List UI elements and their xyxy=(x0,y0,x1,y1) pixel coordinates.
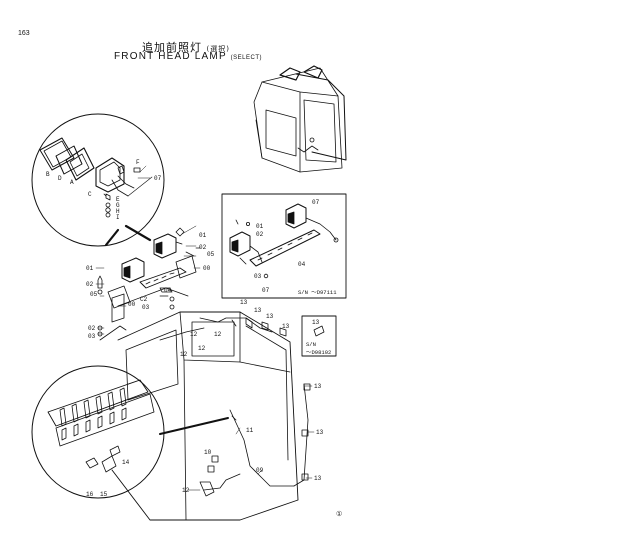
callout-09: 09 xyxy=(256,467,264,474)
callout-12d: 12 xyxy=(198,345,206,352)
callout-01b: 01 xyxy=(86,265,94,272)
callout-13a: 13 xyxy=(240,299,248,306)
callout-14: 14 xyxy=(122,459,130,466)
callout-B: B xyxy=(46,171,50,178)
callout-box1-01: 01 xyxy=(256,223,264,230)
callout-02b: 02 xyxy=(86,281,94,288)
callout-16: 16 xyxy=(86,491,94,498)
title-english-text: FRONT HEAD LAMP xyxy=(114,51,227,62)
serial-number-1: S/N ～D97111 xyxy=(298,289,337,296)
callout-13g: 13 xyxy=(314,475,322,482)
callout-I: I xyxy=(116,214,120,221)
leader-lines xyxy=(95,165,315,491)
callout-C2: C2 xyxy=(140,296,148,303)
callout-15: 15 xyxy=(100,491,108,498)
title-japanese-select: (選択) xyxy=(206,45,230,53)
callout-13f: 13 xyxy=(316,429,324,436)
page-number: 163 xyxy=(18,30,30,37)
title-english: FRONT HEAD LAMP (SELECT) xyxy=(114,51,262,62)
callout-04: 04 xyxy=(164,287,172,294)
callout-07b: 07 xyxy=(262,287,270,294)
callout-13b: 13 xyxy=(254,307,262,314)
callout-A: A xyxy=(70,179,74,186)
callout-D: D xyxy=(58,175,62,182)
corner-mark: ① xyxy=(336,510,342,519)
callout-H: H xyxy=(116,208,120,215)
callout-12a: 12 xyxy=(190,331,198,338)
callout-01a: 01 xyxy=(199,232,207,239)
callout-C: C xyxy=(88,191,92,198)
callout-labels: F 07 B D A C E G H I 01 02 05 00 01 02 0… xyxy=(46,159,342,519)
callout-10: 10 xyxy=(204,449,212,456)
callout-03b: 03 xyxy=(88,333,96,340)
cab-bottom-illustration xyxy=(111,311,311,521)
serial-box-1 xyxy=(221,193,347,299)
title-japanese-text: 追加前照灯 xyxy=(142,41,202,54)
callout-ref07: 07 xyxy=(154,175,162,182)
callout-00b: 00 xyxy=(128,301,136,308)
callout-05b: 05 xyxy=(90,291,98,298)
callout-box1-03: 03 xyxy=(254,273,262,280)
callout-13e: 13 xyxy=(314,383,322,390)
callout-box1-02: 02 xyxy=(256,231,264,238)
callout-box1-04: 04 xyxy=(298,261,306,268)
serial-number-2a: S/N xyxy=(306,341,316,348)
callout-11: 11 xyxy=(246,427,254,434)
callout-12e: 12 xyxy=(182,487,190,494)
callout-12b: 12 xyxy=(214,331,222,338)
lamp-assembly xyxy=(97,227,201,341)
callout-02c: 02 xyxy=(88,325,96,332)
callout-13c: 13 xyxy=(266,313,274,320)
lamp-exploded-detail xyxy=(31,113,165,247)
callout-12c: 12 xyxy=(180,351,188,358)
callout-05a: 05 xyxy=(207,251,215,258)
callout-F: F xyxy=(136,159,140,166)
title-english-select: (SELECT) xyxy=(230,55,262,61)
title-japanese: 追加前照灯 (選択) xyxy=(142,39,230,55)
callout-03a: 03 xyxy=(142,304,150,311)
cab-top-illustration xyxy=(253,65,347,173)
callout-07a: 07 xyxy=(312,199,320,206)
callout-13d: 13 xyxy=(282,323,290,330)
callout-box2-13: 13 xyxy=(312,319,320,326)
serial-number-2b: ～D98102 xyxy=(306,349,331,356)
callout-E: E xyxy=(116,196,120,203)
callout-02a: 02 xyxy=(199,244,207,251)
callout-00a: 00 xyxy=(203,265,211,272)
serial-box-2 xyxy=(301,315,337,357)
connector-detail xyxy=(31,365,229,499)
callout-G: G xyxy=(116,202,120,209)
